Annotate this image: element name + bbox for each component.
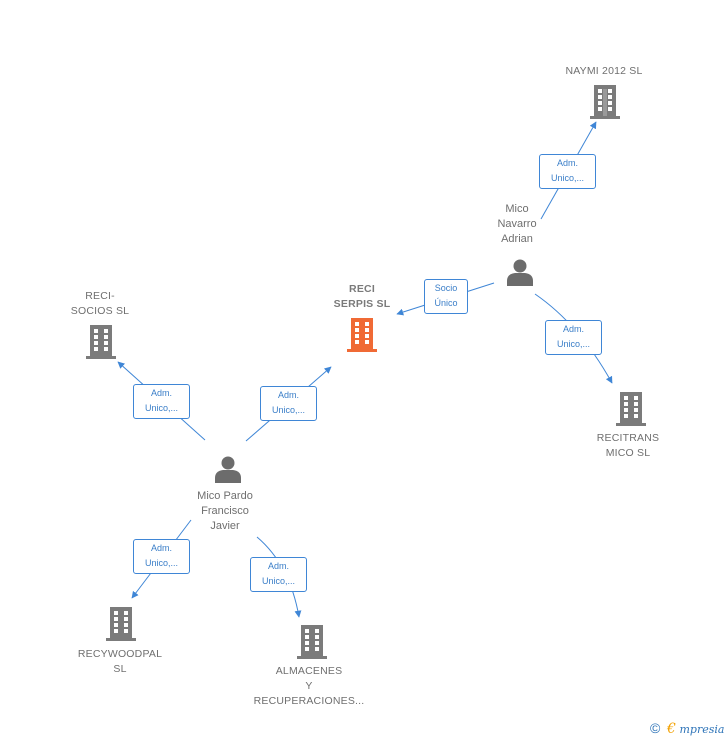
person-name-line: Javier	[210, 520, 240, 532]
edge-label-line: Unico,...	[550, 173, 584, 183]
person-name-line: Mico Pardo	[197, 490, 253, 502]
company-name-line: SL	[113, 663, 127, 675]
company-label-recywoodpal[interactable]: RECYWOODPAL SL	[78, 647, 162, 677]
building-icon[interactable]	[85, 324, 117, 360]
person-name-line: Mico	[505, 203, 529, 215]
person-name-line: Francisco	[201, 505, 249, 517]
person-icon[interactable]	[505, 257, 535, 287]
person-label-mico-navarro[interactable]: Mico Navarro Adrian	[497, 202, 536, 247]
edge-label-line: Unico,...	[144, 558, 178, 568]
edge-label-line: Único	[434, 298, 458, 308]
copyright-symbol: ©	[650, 720, 661, 736]
edge-label-line: Adm.	[556, 158, 578, 168]
person-name-line: Navarro	[497, 218, 537, 230]
edge-label-line: Adm.	[150, 388, 172, 398]
edge-label-line: Unico,...	[144, 403, 178, 413]
company-label-almacenes[interactable]: ALMACENES Y RECUPERACIONES...	[254, 664, 365, 709]
company-name-line: RECI-	[85, 290, 115, 302]
edge-label-pardo-reci-socios[interactable]: Adm. Unico,...	[133, 384, 190, 419]
edge-label-line: Adm.	[267, 561, 289, 571]
edge-label-line: Unico,...	[261, 576, 295, 586]
edge-label-line: Adm.	[277, 390, 299, 400]
person-name-line: Adrian	[501, 233, 533, 245]
empresia-footer[interactable]: © € mpresia	[650, 720, 724, 737]
company-name-line: SERPIS SL	[333, 298, 391, 310]
brand-logo-initial: €	[666, 721, 676, 737]
company-name-line: RECYWOODPAL	[77, 648, 163, 660]
edge-label-pardo-almacenes[interactable]: Adm. Unico,...	[250, 557, 307, 592]
building-icon[interactable]	[615, 391, 647, 427]
brand-logo-text: mpresia	[679, 723, 725, 736]
building-icon[interactable]	[105, 606, 137, 642]
company-name-line: NAYMI 2012 SL	[565, 65, 643, 77]
company-name-line: RECI	[349, 283, 375, 295]
edge-label-line: Unico,...	[556, 339, 590, 349]
company-name-line: RECUPERACIONES...	[253, 695, 365, 707]
company-name-line: RECITRANS	[596, 432, 660, 444]
company-label-recitrans[interactable]: RECITRANS MICO SL	[597, 431, 659, 461]
company-label-naymi[interactable]: NAYMI 2012 SL	[565, 64, 642, 79]
person-label-mico-pardo[interactable]: Mico Pardo Francisco Javier	[197, 489, 253, 534]
edge-label-navarro-reci-serpis[interactable]: Socio Único	[424, 279, 468, 314]
company-name-line: Y	[305, 680, 313, 692]
company-name-line: SOCIOS SL	[70, 305, 130, 317]
building-icon[interactable]	[589, 84, 621, 120]
company-label-reci-socios[interactable]: RECI- SOCIOS SL	[71, 289, 129, 319]
edge-label-pardo-recywoodpal[interactable]: Adm. Unico,...	[133, 539, 190, 574]
edge-label-line: Unico,...	[271, 405, 305, 415]
main-building-icon[interactable]	[346, 317, 378, 353]
edge-label-line: Adm.	[562, 324, 584, 334]
edge-label-navarro-naymi[interactable]: Adm. Unico,...	[539, 154, 596, 189]
edge-label-line: Adm.	[150, 543, 172, 553]
edge-label-line: Socio	[434, 283, 458, 293]
company-name-line: MICO SL	[605, 447, 651, 459]
company-name-line: ALMACENES	[275, 665, 343, 677]
person-icon[interactable]	[213, 454, 243, 484]
building-icon[interactable]	[296, 624, 328, 660]
edge-label-pardo-reci-serpis[interactable]: Adm. Unico,...	[260, 386, 317, 421]
edge-label-navarro-recitrans[interactable]: Adm. Unico,...	[545, 320, 602, 355]
company-label-reci-serpis[interactable]: RECI SERPIS SL	[334, 282, 391, 312]
